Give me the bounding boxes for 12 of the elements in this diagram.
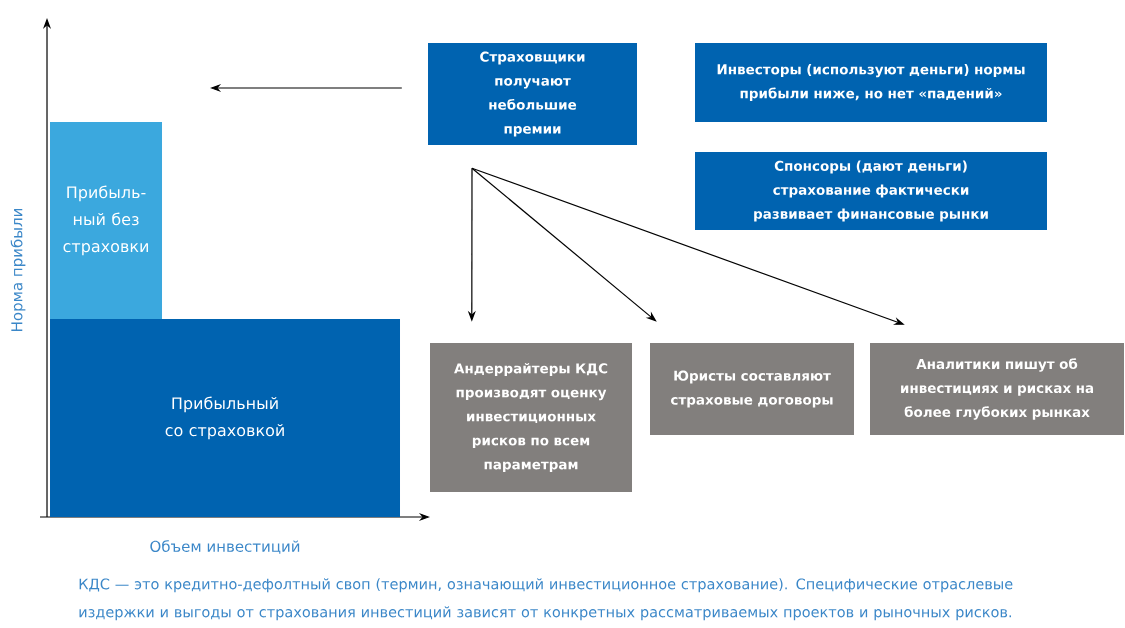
axis-label: Объем инвестиций [150,540,300,554]
chart-bar: Прибыль-ный без страховки [50,122,162,319]
text-box: Аналитики пишут об инвестициях и рисках на более глубоких рынках [870,343,1124,435]
caption: КДС — это кредитно-дефолтный своп (термин, означающий инвестиционное страхование). Специфические отраслевые издержки и выгоды от страхования инвестиций зависят от конкретных рассматриваемых проектов и рыночных рисков. [79,578,1013,621]
text-box: Инвесторы (используют деньги) нормы прибыли ниже, но нет «падений» [695,43,1047,122]
arrow [471,167,657,322]
text-box: Юристы составляют страховые договоры [650,343,854,435]
axis-label: Норма прибыли [10,209,26,331]
text-box: Андеррайтеры КДС производят оценку инвестиционных рисков по всем параметрам [430,343,632,492]
chart-bar: Прибыльный со страховкой [50,319,400,517]
text-box: Страховщики получают небольшие премии [428,43,637,145]
text-box: Спонсоры (дают деньги) страхование фактически развивает финансовые рынки [695,152,1047,230]
